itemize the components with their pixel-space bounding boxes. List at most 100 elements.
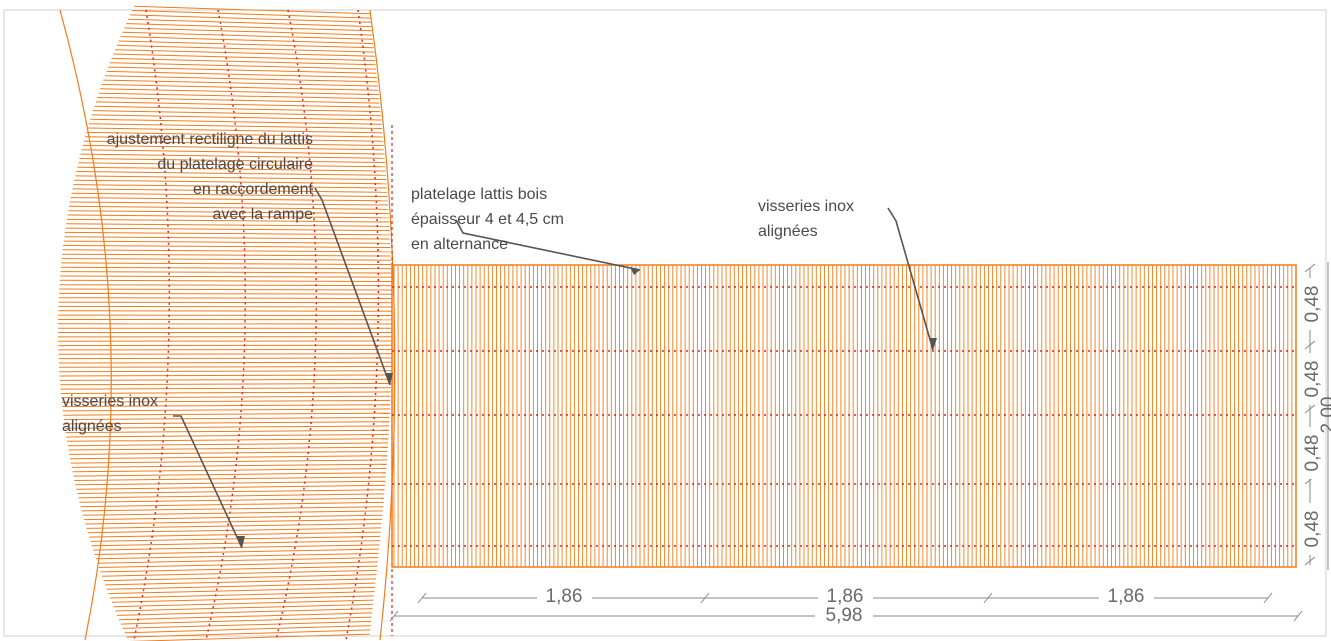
circular-slat	[80, 501, 384, 508]
circular-slat	[60, 391, 391, 394]
drawing-frame	[3, 9, 1327, 637]
circular-slat	[66, 438, 389, 442]
circular-slat	[69, 450, 388, 455]
dim-segment-3: 1,86	[1108, 586, 1145, 607]
note-platelage-line-3: en alternance	[411, 236, 508, 253]
circular-screw-line	[345, 9, 380, 641]
circular-slat	[58, 357, 392, 360]
arrowhead-screws-top	[929, 338, 937, 350]
circular-slat	[70, 197, 388, 202]
circular-slat	[101, 569, 377, 577]
circular-slat	[61, 258, 391, 261]
circular-slat	[60, 275, 392, 278]
circular-slat	[82, 510, 383, 516]
circular-slat	[120, 616, 372, 625]
circular-slat	[130, 14, 371, 23]
circular-slat	[69, 201, 389, 206]
circular-slat	[88, 123, 383, 129]
circular-slat	[91, 540, 380, 547]
circular-slat	[66, 223, 390, 227]
circular-slat	[73, 184, 388, 189]
circular-slat	[63, 416, 390, 421]
circular-slat	[122, 31, 373, 40]
dim-width-3: 0,48	[1302, 435, 1323, 472]
circular-slat	[73, 472, 386, 477]
circular-edge-inner	[369, 9, 396, 641]
circular-slat	[84, 514, 383, 521]
circular-slat	[68, 210, 389, 214]
circular-slat	[71, 192, 388, 197]
circular-slat	[118, 40, 374, 49]
circular-decking	[57, 5, 396, 641]
circular-slat	[72, 467, 387, 473]
circular-slat	[66, 218, 390, 223]
note-screws-left-line-2: alignées	[62, 418, 122, 435]
circular-slat	[132, 10, 371, 19]
note-screws-top-line-1: visseries inox	[758, 198, 854, 215]
circular-slat	[120, 36, 374, 45]
circular-slat	[59, 288, 392, 291]
circular-slat	[74, 179, 387, 185]
circular-slat	[128, 633, 370, 641]
circular-slat	[64, 425, 390, 429]
dim-width-2: 0,48	[1302, 361, 1323, 398]
circular-slat	[61, 262, 392, 265]
circular-slat	[118, 612, 373, 621]
circular-screw-line	[205, 9, 247, 641]
circular-slat	[103, 79, 378, 87]
circular-slat	[87, 127, 383, 134]
circular-slat	[122, 620, 372, 629]
circular-slat	[60, 387, 391, 390]
circular-slat	[79, 158, 386, 163]
note-adjust-line-4: avec la rampe	[213, 206, 314, 223]
note-adjust-line-1: ajustement rectiligne du lattis	[107, 131, 313, 148]
circular-slat	[74, 476, 386, 481]
circular-slat	[128, 18, 372, 28]
arrowhead-screws-left	[237, 536, 245, 548]
circular-slat	[115, 49, 375, 57]
arrowhead-adjust	[385, 373, 393, 385]
circular-slat	[108, 586, 376, 595]
circular-slat	[70, 459, 387, 464]
circular-slat	[72, 188, 388, 193]
circular-edge-outer	[59, 9, 112, 641]
circular-slat	[115, 603, 374, 612]
circular-slat	[75, 175, 387, 180]
circular-slat	[85, 136, 384, 142]
circular-slat	[61, 395, 391, 399]
circular-slat	[65, 429, 389, 434]
circular-slat	[68, 446, 388, 451]
circular-slat	[58, 366, 392, 368]
circular-slat	[69, 205, 389, 210]
circular-slat	[82, 144, 385, 151]
circular-slat	[58, 301, 392, 304]
circular-slat	[100, 565, 378, 573]
circular-slat	[60, 271, 392, 274]
circular-slat	[60, 266, 392, 270]
circular-slat	[106, 582, 376, 590]
circular-slat	[62, 253, 391, 257]
circular-slat	[58, 297, 392, 299]
circular-slat	[77, 489, 385, 494]
circular-decking-screw-lines	[133, 9, 380, 641]
circular-slat	[63, 412, 390, 416]
circular-slat	[81, 149, 385, 155]
circular-slat	[90, 118, 382, 125]
dim-segment-1: 1,86	[546, 586, 583, 607]
ramp-screw-lines	[392, 286, 1296, 547]
circular-slat	[126, 23, 372, 32]
circular-slat	[91, 114, 382, 121]
circular-slat	[108, 66, 377, 74]
circular-slat	[59, 284, 392, 287]
circular-slat	[63, 245, 391, 248]
circular-slat	[64, 231, 390, 236]
circular-slat	[101, 84, 379, 91]
dim-width-total: 2,00	[1318, 397, 1331, 434]
circular-slat	[85, 518, 382, 525]
arrowhead-platelage	[630, 267, 640, 275]
circular-slat	[116, 44, 375, 53]
circular-slat	[59, 279, 392, 282]
circular-slat	[81, 506, 384, 512]
circular-slat	[71, 463, 387, 468]
circular-slat	[59, 374, 392, 377]
